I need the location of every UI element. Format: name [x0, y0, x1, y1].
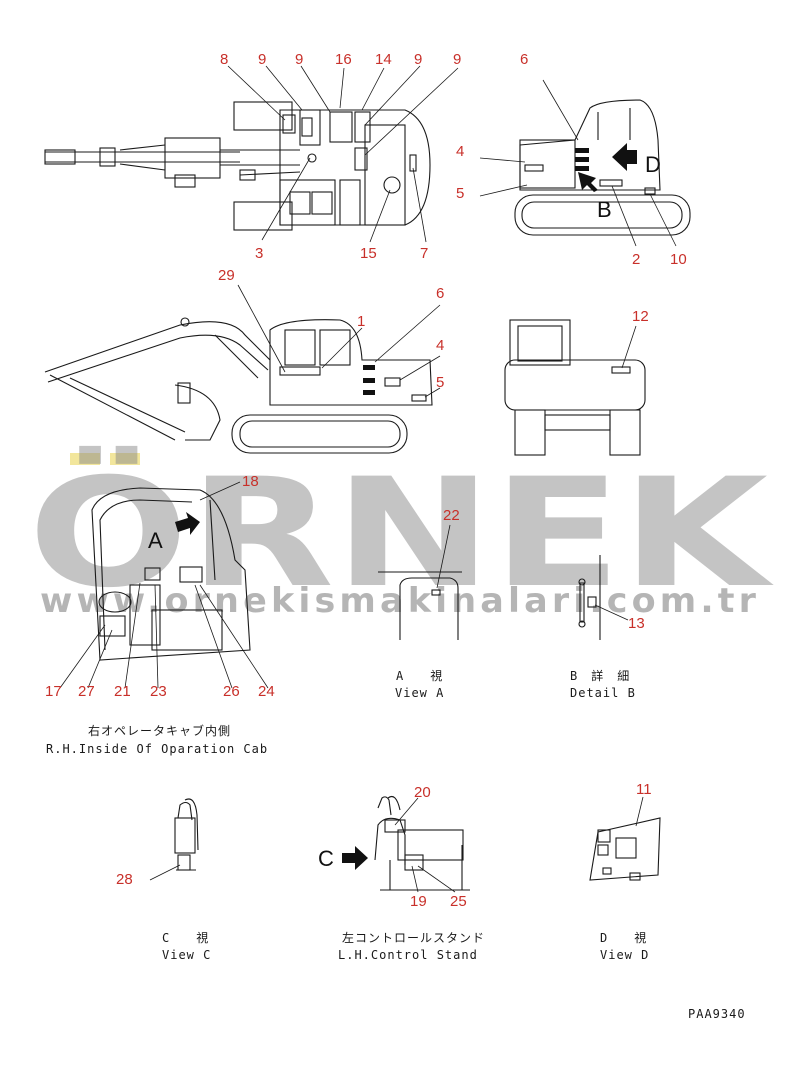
- arrow-letter-d: D: [645, 152, 661, 177]
- callout-17: 17: [45, 683, 62, 700]
- callout-15: 15: [360, 245, 377, 262]
- callout-16: 16: [335, 51, 352, 68]
- callout-2: 2: [632, 251, 640, 268]
- right-side-drawing: [479, 79, 691, 247]
- view-d-drawing: [589, 796, 661, 881]
- side-view-callouts: 29 1 6 4 5: [218, 267, 444, 391]
- callout-29: 29: [218, 267, 235, 284]
- arrow-letter-a: A: [148, 528, 163, 553]
- caption-cab-en: R.H.Inside Of Oparation Cab: [46, 742, 268, 756]
- arrow-a-icon: [175, 512, 200, 535]
- top-view-drawing: [44, 65, 459, 243]
- callout-8: 8: [220, 51, 228, 68]
- callout-19: 19: [410, 893, 427, 910]
- caption-stand-jp: 左コントロールスタンド: [342, 930, 485, 945]
- rear-view-callouts: 12: [632, 308, 649, 325]
- rear-view-drawing: [504, 319, 646, 456]
- callout-23: 23: [150, 683, 167, 700]
- callout-21: 21: [114, 683, 131, 700]
- view-c-callouts: 28: [116, 871, 133, 888]
- cab-inside-callouts: 18 17 27 21 23 26 24 A: [45, 473, 275, 700]
- cab-inside-drawing: [59, 481, 269, 689]
- arrow-letter-c: C: [318, 846, 334, 871]
- callout-9: 9: [258, 51, 266, 68]
- callout-9: 9: [453, 51, 461, 68]
- watermark-url: www.ornekismakinalari.com.tr: [40, 581, 760, 621]
- callout-6: 6: [520, 51, 528, 68]
- control-stand-callouts: 20 19 25 C: [318, 784, 467, 910]
- callout-18: 18: [242, 473, 259, 490]
- caption-view-d-jp: D 視: [600, 930, 647, 945]
- callout-27: 27: [78, 683, 95, 700]
- watermark: ÖRNEK www.ornekismakinalari.com.tr: [28, 445, 774, 621]
- watermark-accent-right: [110, 453, 140, 465]
- callout-24: 24: [258, 683, 275, 700]
- detail-b-drawing: [578, 555, 629, 640]
- callout-26: 26: [223, 683, 240, 700]
- caption-view-d-en: View D: [600, 948, 649, 962]
- watermark-accent-left: [70, 453, 100, 465]
- control-stand-drawing: [342, 795, 470, 893]
- arrow-d-icon: [612, 143, 637, 171]
- top-view-callouts: 8 9 9 16 14 9 9 3 15 7: [220, 51, 461, 262]
- view-c-caption: C 視 View C: [162, 930, 211, 962]
- callout-4: 4: [436, 337, 444, 354]
- callout-10: 10: [670, 251, 687, 268]
- callout-13: 13: [628, 615, 645, 632]
- arrow-c-icon: [342, 846, 368, 870]
- arrow-letter-b: B: [597, 197, 612, 222]
- right-side-callouts: 6 4 5 2 10 D B: [456, 51, 687, 268]
- callout-9: 9: [414, 51, 422, 68]
- view-a-callouts: 22: [443, 507, 460, 524]
- callout-14: 14: [375, 51, 392, 68]
- callout-5: 5: [456, 185, 464, 202]
- callout-20: 20: [414, 784, 431, 801]
- view-d-caption: D 視 View D: [600, 930, 649, 962]
- watermark-brand: ÖRNEK: [28, 445, 774, 621]
- caption-detail-b-jp: B 詳 細: [570, 668, 630, 683]
- callout-7: 7: [420, 245, 428, 262]
- view-d-callouts: 11: [636, 781, 652, 798]
- caption-stand-en: L.H.Control Stand: [338, 948, 478, 962]
- callout-1: 1: [357, 313, 365, 330]
- caption-detail-b-en: Detail B: [570, 686, 636, 700]
- view-a-caption: A 視 View A: [395, 668, 444, 700]
- control-stand-caption: 左コントロールスタンド L.H.Control Stand: [338, 930, 485, 962]
- caption-cab-jp: 右オペレータキャブ内側: [88, 723, 231, 738]
- callout-4: 4: [456, 143, 464, 160]
- view-c-drawing: [149, 798, 199, 881]
- callout-11: 11: [636, 781, 652, 798]
- callout-22: 22: [443, 507, 460, 524]
- caption-view-a-en: View A: [395, 686, 444, 700]
- callout-6: 6: [436, 285, 444, 302]
- callout-25: 25: [450, 893, 467, 910]
- view-a-drawing: [378, 524, 462, 640]
- part-code: PAA9340: [688, 1007, 746, 1021]
- callout-9: 9: [295, 51, 303, 68]
- detail-b-caption: B 詳 細 Detail B: [570, 668, 636, 700]
- caption-view-a-jp: A 視: [396, 668, 443, 683]
- cab-inside-caption: 右オペレータキャブ内側 R.H.Inside Of Oparation Cab: [46, 723, 268, 756]
- callout-12: 12: [632, 308, 649, 325]
- callout-3: 3: [255, 245, 263, 262]
- arrow-b-icon: [578, 172, 598, 192]
- caption-view-c-en: View C: [162, 948, 211, 962]
- callout-5: 5: [436, 374, 444, 391]
- side-view-drawing: [44, 284, 441, 454]
- caption-view-c-jp: C 視: [162, 930, 209, 945]
- detail-b-callouts: 13: [628, 615, 645, 632]
- callout-28: 28: [116, 871, 133, 888]
